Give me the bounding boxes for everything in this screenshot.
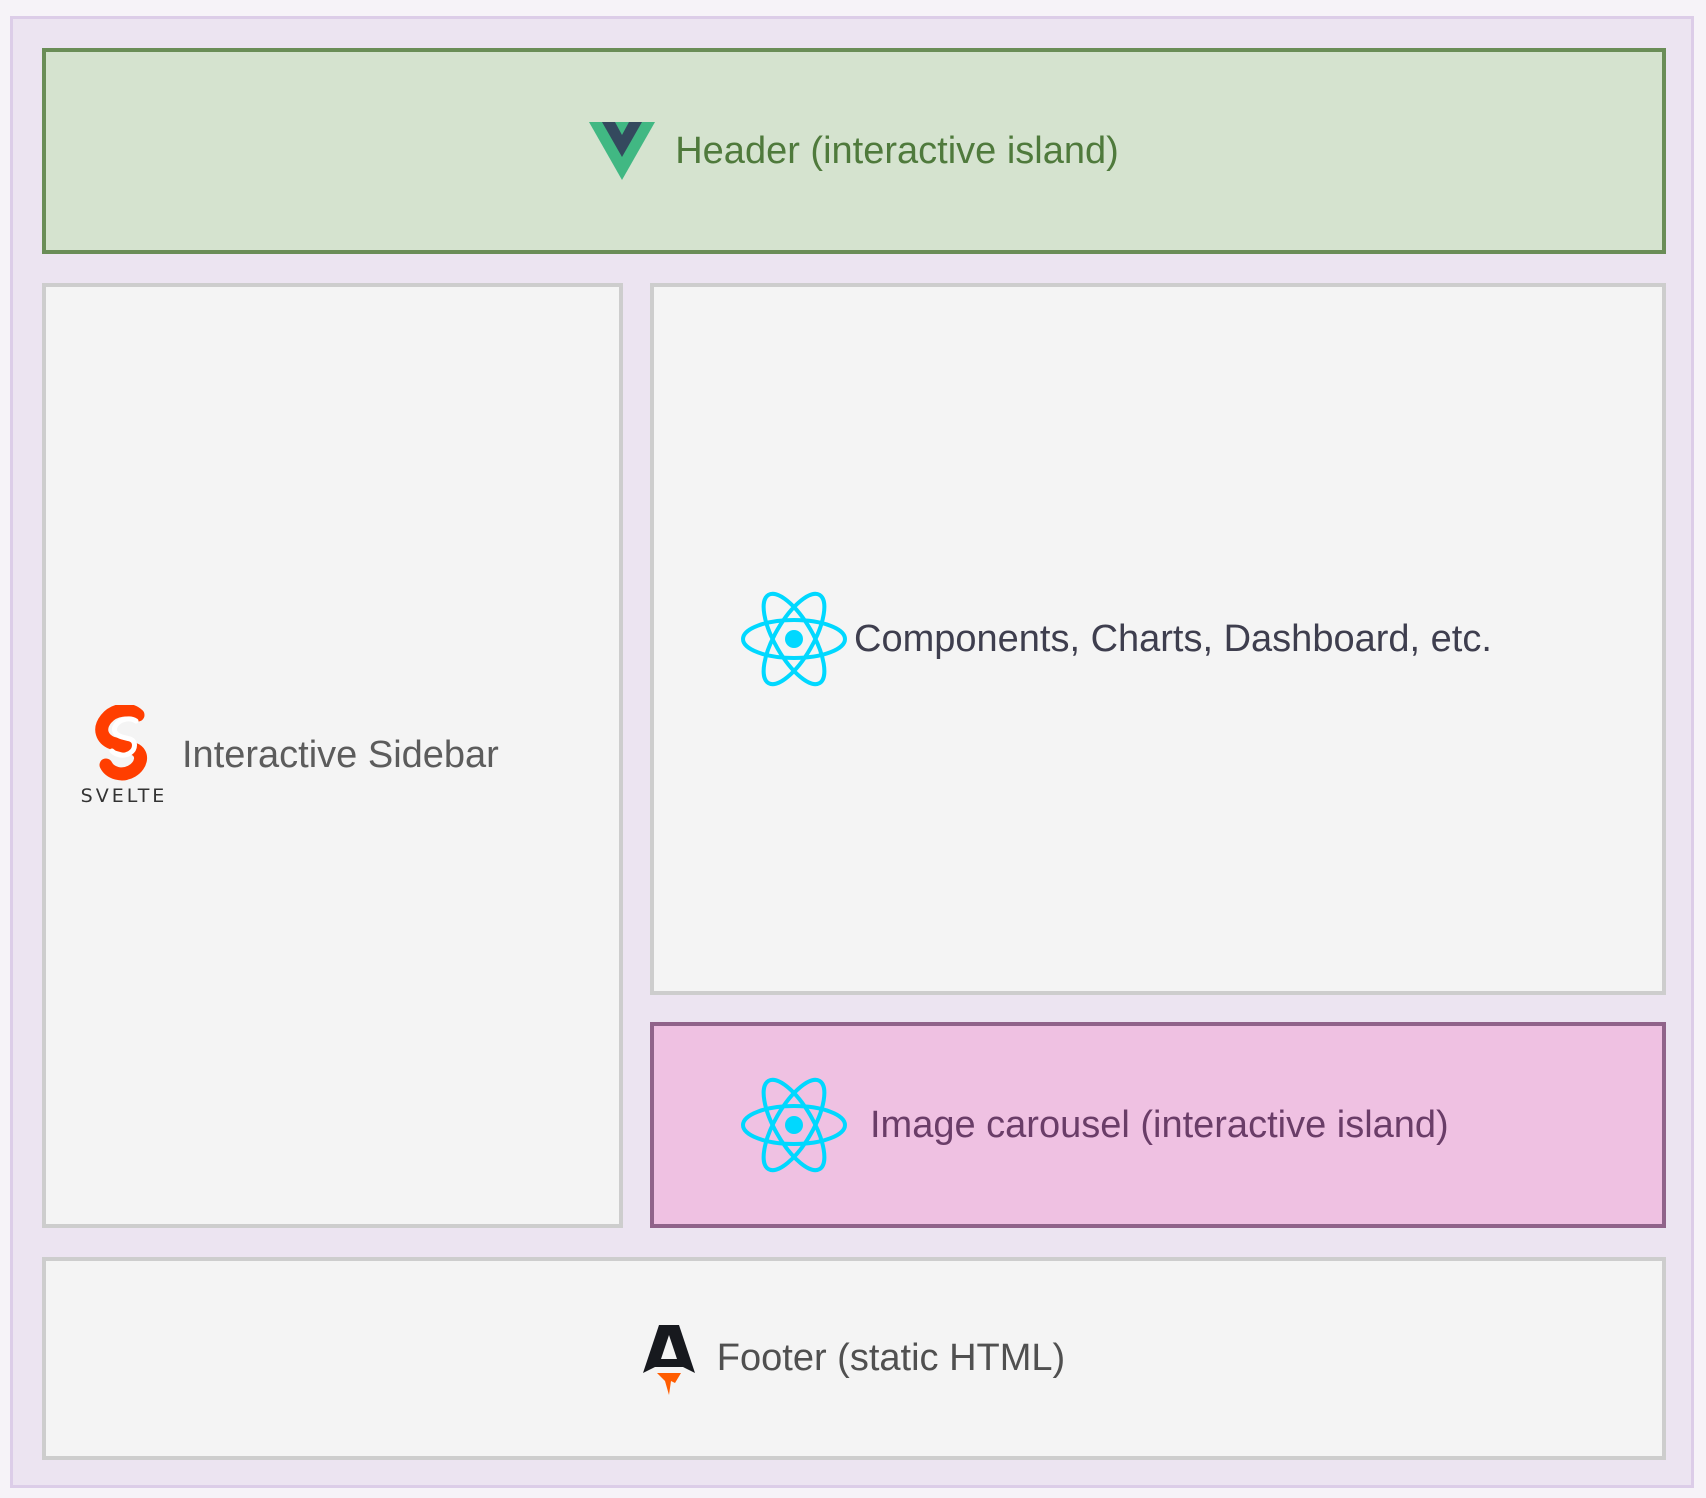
carousel-island: Image carousel (interactive island) <box>650 1022 1666 1228</box>
main-label: Components, Charts, Dashboard, etc. <box>854 617 1492 660</box>
sidebar-island: SVELTE Interactive Sidebar <box>42 283 623 1228</box>
main-content-panel: Components, Charts, Dashboard, etc. <box>650 283 1666 995</box>
footer-label: Footer (static HTML) <box>716 1337 1066 1379</box>
svelte-wordmark: SVELTE <box>80 784 168 807</box>
footer-static: Footer (static HTML) <box>42 1257 1666 1460</box>
sidebar-label: Interactive Sidebar <box>182 734 499 776</box>
react-icon <box>740 589 848 689</box>
header-island: Header (interactive island) <box>42 48 1666 254</box>
carousel-label: Image carousel (interactive island) <box>870 1103 1449 1146</box>
vue-icon <box>589 122 656 180</box>
astro-icon <box>642 1323 695 1395</box>
react-icon <box>740 1075 848 1175</box>
svelte-logo: SVELTE <box>80 704 168 807</box>
svelte-icon <box>92 704 156 781</box>
header-label: Header (interactive island) <box>675 129 1119 172</box>
